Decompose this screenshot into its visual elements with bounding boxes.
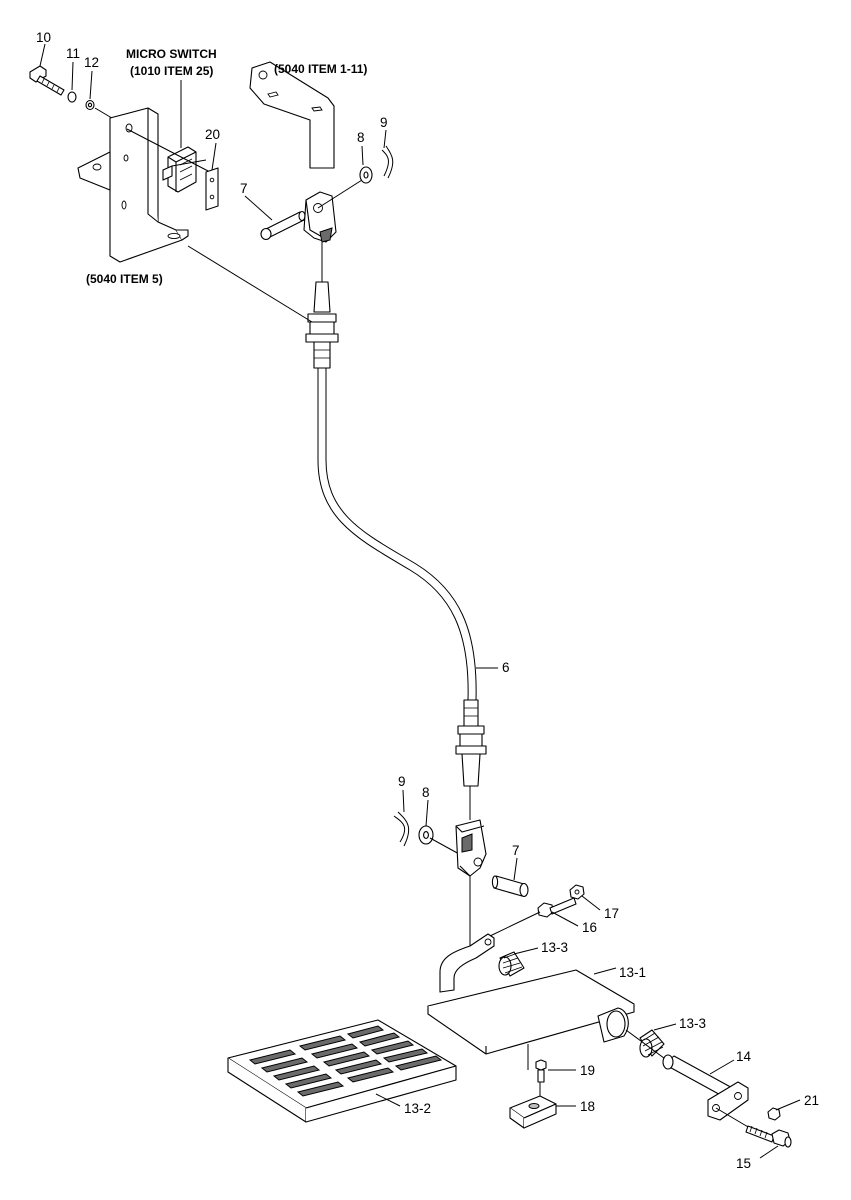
label-9-top: 9 [380, 115, 388, 130]
label-13-2: 13-2 [404, 1101, 431, 1116]
label-10: 10 [36, 30, 51, 45]
leader-15 [759, 1145, 779, 1159]
label-13-1: 13-1 [619, 965, 646, 980]
part-8-upper-washer [359, 166, 373, 184]
leader-20 [211, 142, 217, 171]
leader-11 [71, 61, 74, 91]
part-13-3-lower-bushing [639, 1029, 665, 1058]
label-14: 14 [736, 1049, 752, 1064]
leader-9-top [383, 129, 387, 149]
label-19: 19 [580, 1063, 595, 1078]
label-13-3-upper: 13-3 [541, 940, 568, 955]
part-15-bolt [745, 1125, 792, 1148]
part-9-upper-clip [381, 145, 394, 179]
part-13-2-rubber-pad [227, 1019, 457, 1123]
part-7-lower-pin [491, 875, 529, 898]
leader-12 [89, 70, 93, 100]
part-7-upper-pin [260, 210, 306, 241]
part-12-washer [85, 99, 95, 111]
part-19-screw [535, 1059, 547, 1083]
leader-13-3-upper [513, 947, 539, 955]
label-micro-switch: MICRO SWITCH [126, 47, 217, 61]
leader-9-low [402, 789, 405, 813]
label-16: 16 [582, 920, 597, 935]
label-5040-item-1-11: (5040 ITEM 1-11) [274, 62, 367, 76]
part-16-bolt [537, 897, 577, 918]
part-10-bolt [29, 65, 65, 96]
label-15: 15 [736, 1156, 751, 1171]
label-9-low: 9 [398, 774, 406, 789]
clevis-pin-axis-top [317, 179, 363, 209]
leader-13-1 [593, 967, 617, 975]
label-12: 12 [84, 55, 99, 70]
leader-14 [709, 1059, 735, 1075]
label-8-low: 8 [422, 785, 430, 800]
micro-switch [126, 128, 211, 193]
label-7-low: 7 [512, 843, 520, 858]
leader-21 [775, 1099, 801, 1111]
bracket-to-cable-line [187, 245, 313, 323]
label-21: 21 [804, 1093, 819, 1108]
label-17: 17 [604, 906, 619, 921]
label-11: 11 [66, 46, 80, 61]
label-6: 6 [502, 660, 510, 675]
part-6-cable [317, 368, 477, 701]
pedal-arm [439, 933, 495, 993]
part-8-lower-washer [418, 825, 434, 845]
part-21-nut [767, 1107, 781, 1121]
lower-clevis [455, 819, 487, 877]
label-micro-switch-ref: (1010 ITEM 25) [130, 64, 213, 78]
label-20: 20 [205, 127, 220, 142]
part-5040-item-5-bracket [77, 107, 189, 263]
part-20-plate [205, 167, 219, 211]
label-5040-item-5: (5040 ITEM 5) [86, 272, 163, 286]
part-18-stopper-block [509, 1095, 557, 1129]
leader-10 [39, 43, 46, 67]
leader-13-2 [375, 1093, 401, 1107]
bolt-axis-pedal [489, 911, 541, 937]
part-14-pivot-pin [662, 1054, 749, 1121]
upper-clevis [303, 191, 337, 243]
leader-13-3-lower [653, 1023, 677, 1031]
part-17-nut [569, 884, 585, 900]
label-7-top: 7 [240, 181, 248, 196]
leader-7-top [244, 195, 273, 221]
leader-8-top [361, 145, 364, 166]
leader-8-low [425, 799, 429, 827]
leader-7-low [513, 857, 518, 881]
part-13-1-pedal-plate [427, 969, 635, 1055]
cable-lower-end [455, 699, 487, 820]
part-13-3-upper-bushing [498, 951, 525, 977]
label-13-3-lower: 13-3 [679, 1016, 706, 1031]
cable-upper-end [305, 242, 339, 369]
leader-17 [581, 895, 601, 911]
label-8-top: 8 [357, 130, 365, 145]
part-5040-item-1-11-plate [249, 61, 335, 169]
leader-16 [551, 911, 579, 927]
part-9-lower-clip [393, 811, 410, 847]
part-11-washer [67, 91, 77, 103]
label-18: 18 [580, 1099, 595, 1114]
